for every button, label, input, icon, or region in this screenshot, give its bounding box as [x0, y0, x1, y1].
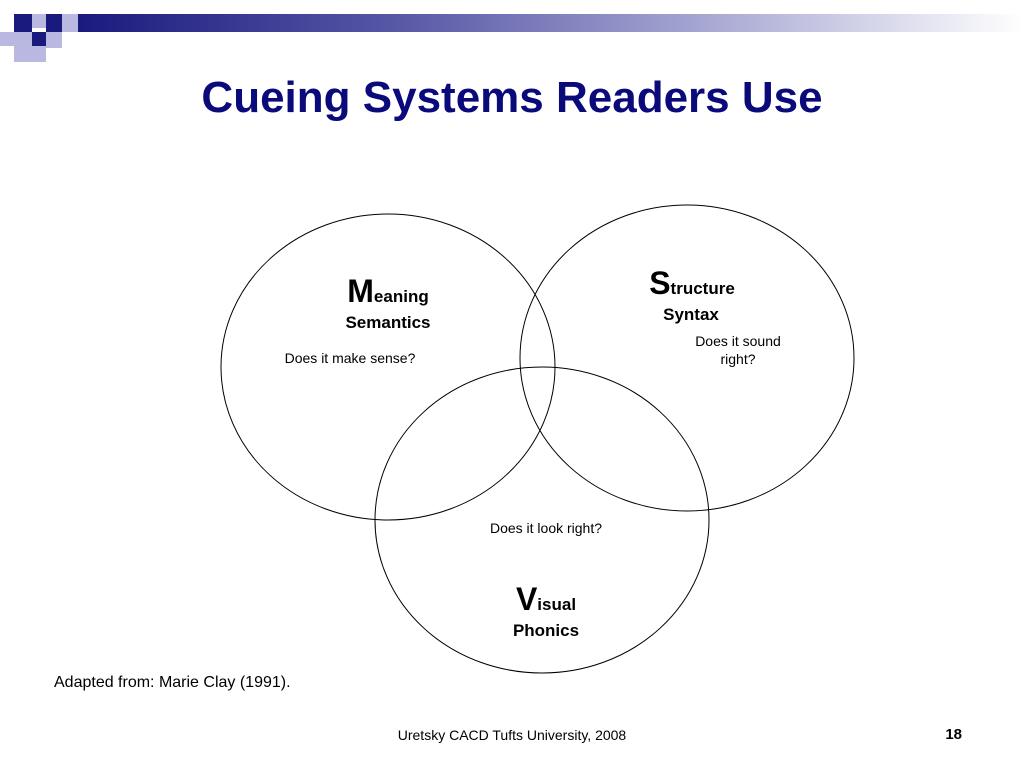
meaning-subtitle: Semantics	[345, 313, 431, 332]
corner-square	[0, 32, 14, 46]
structure-subtitle: Syntax	[663, 305, 719, 324]
source-credit: Adapted from: Marie Clay (1991).	[54, 674, 291, 691]
structure-question-line1: Does it sound	[695, 333, 781, 349]
structure-circle	[519, 204, 855, 512]
meaning-rest: eaning	[373, 287, 429, 306]
visual-heading: Visual	[486, 582, 606, 616]
structure-initial: S	[649, 265, 671, 301]
structure-heading: Structure	[622, 266, 762, 300]
structure-question-line2: right?	[720, 351, 756, 367]
meaning-question: Does it make sense?	[284, 350, 416, 366]
corner-square	[14, 14, 32, 32]
meaning-initial: M	[347, 273, 374, 309]
corner-square	[46, 14, 62, 32]
visual-question: Does it look right?	[489, 520, 603, 536]
visual-circle	[374, 366, 710, 674]
corner-square	[14, 48, 32, 62]
slide-footer: Uretsky CACD Tufts University, 2008	[397, 727, 627, 743]
visual-rest: isual	[537, 595, 577, 614]
structure-question: Does it sound right?	[668, 332, 808, 368]
corner-square	[46, 32, 62, 48]
slide-title: Cueing Systems Readers Use	[201, 73, 823, 122]
header-gradient-bar	[78, 14, 1024, 32]
corner-square	[62, 14, 78, 32]
meaning-heading: Meaning	[328, 274, 448, 308]
meaning-circle	[220, 213, 556, 521]
corner-square	[32, 14, 46, 28]
structure-rest: tructure	[670, 279, 735, 298]
page-number: 18	[945, 726, 962, 743]
corner-square	[32, 32, 46, 46]
visual-initial: V	[515, 581, 538, 617]
visual-subtitle: Phonics	[512, 621, 580, 640]
corner-square	[14, 32, 32, 48]
corner-square	[32, 46, 46, 62]
